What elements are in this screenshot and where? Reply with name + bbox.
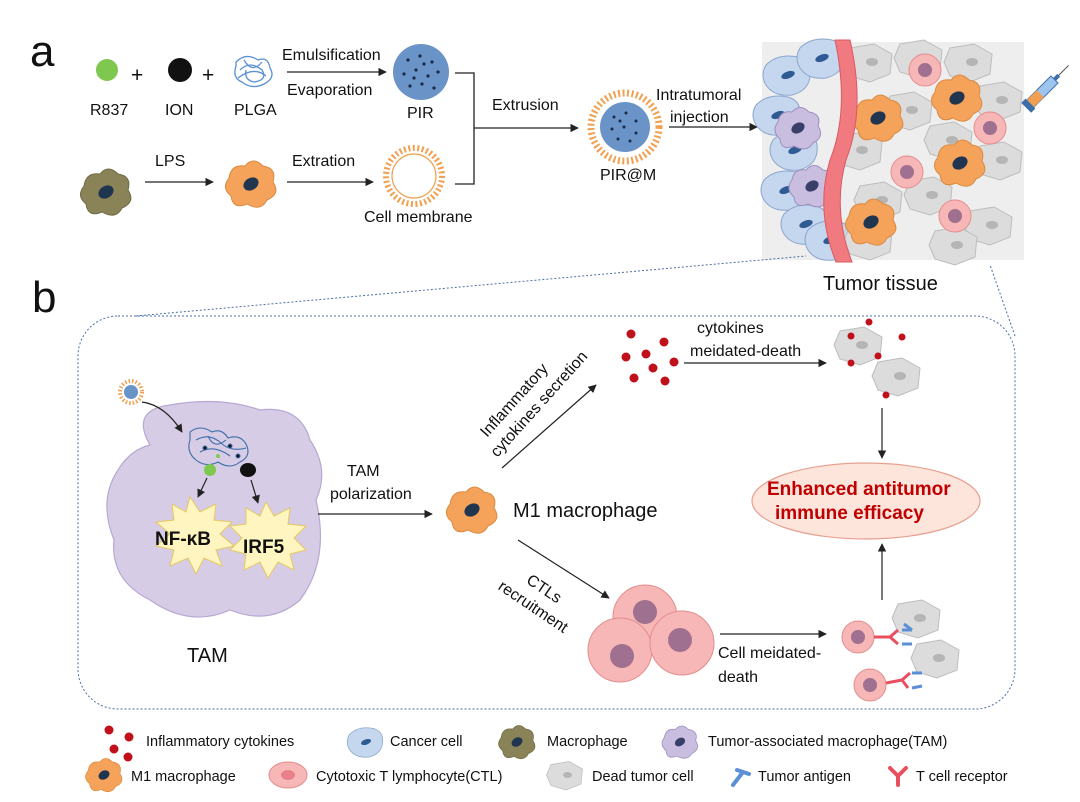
legend-m1-macrophage: M1 macrophage [131, 769, 236, 785]
r837-label: R837 [90, 102, 128, 119]
pir-nanoparticle-icon [393, 44, 449, 100]
emulsification-label: Emulsification [282, 47, 381, 64]
lps-label: LPS [155, 153, 185, 170]
cytokine-cluster [621, 329, 679, 386]
legend-ctl-icon [268, 761, 308, 789]
cell-meidated-label-2: death [718, 669, 758, 686]
legend-receptor-icon [888, 766, 908, 787]
pir-m-nanoparticle-icon [587, 89, 663, 165]
tumor-tissue-illustration [752, 38, 1024, 266]
secretion-arrow [501, 384, 597, 469]
enhanced-label-2: immune efficacy [775, 503, 924, 524]
r837-dot-icon [96, 59, 118, 81]
syringe-icon [1021, 65, 1069, 113]
cell-meidated-label-1: Cell meidated- [718, 645, 821, 662]
cell-membrane-label: Cell membrane [364, 209, 473, 226]
pir-label: PIR [407, 105, 434, 122]
tam-polarization-label-2: polarization [330, 486, 412, 503]
recruitment-arrow [517, 539, 610, 599]
legend-cancer-cell: Cancer cell [390, 734, 463, 750]
plga-cluster-icon [188, 427, 249, 467]
m1-macrophage-label: M1 macrophage [513, 500, 658, 522]
enhanced-label-1: Enhanced antitumor [767, 479, 951, 500]
ctl-killing-icon [841, 599, 960, 702]
ion-released-icon [240, 463, 256, 477]
legend-tcr: T cell receptor [916, 769, 1008, 785]
legend-m1-macrophage-icon [85, 758, 123, 793]
tam-polarization-label-1: TAM [347, 463, 380, 480]
tam-label: TAM [187, 645, 228, 667]
extration-label: Extration [292, 153, 355, 170]
irf5-burst-icon: IRF5 [228, 500, 308, 580]
merge-bracket [455, 72, 475, 185]
legend-tumor-antigen: Tumor antigen [758, 769, 851, 785]
cytokines-label-1: cytokines [697, 320, 764, 337]
cytokines-label-2: meidated-death [690, 343, 801, 360]
ctls-label-group: CTLs recruitment [495, 572, 571, 637]
extrusion-label: Extrusion [492, 97, 559, 114]
pir-m-label: PIR@M [600, 167, 656, 184]
zoom-guide-left [135, 255, 807, 317]
membrane-vesicle-icon [383, 145, 445, 207]
legend-macrophage-icon [498, 725, 536, 760]
panel-b-frame [77, 315, 1016, 710]
panel-b-letter: b [32, 273, 56, 322]
intratumoral-label: Intratumoral [656, 87, 741, 104]
m1-macrophage-center-icon [445, 486, 498, 534]
plga-tangle-icon [234, 55, 273, 88]
dead-cells-cytokine-icon [833, 318, 921, 399]
nfkb-label: NF-κB [155, 529, 211, 550]
legend-cytokine-icon [104, 725, 134, 762]
legend-dead-tumor-cell: Dead tumor cell [592, 769, 694, 785]
legend-ctl: Cytotoxic T lymphocyte(CTL) [316, 769, 502, 785]
m1-macrophage-cell-icon [224, 160, 277, 208]
uptake-arrow [141, 401, 183, 433]
legend: Inflammatory cytokines Cancer cell Macro… [85, 725, 1008, 793]
plus-sign: + [202, 64, 214, 87]
legend-inflammatory-cytokines: Inflammatory cytokines [146, 734, 294, 750]
evaporation-label: Evaporation [287, 82, 372, 99]
plus-sign: + [131, 64, 143, 87]
injection-label: injection [670, 109, 729, 126]
ctl-cluster-icon [587, 584, 715, 683]
zoom-guide-right [989, 264, 1016, 337]
plga-label: PLGA [234, 102, 277, 119]
enhanced-efficacy-box: Enhanced antitumor immune efficacy [751, 462, 981, 540]
macrophage-cell-icon [79, 168, 132, 216]
nfkb-arrow [197, 477, 208, 498]
tumor-tissue-label: Tumor tissue [823, 273, 938, 295]
irf5-arrow [250, 479, 260, 504]
nfkb-burst-icon: NF-κB [154, 495, 236, 576]
panel-a-letter: a [30, 27, 55, 76]
r837-released-icon [204, 464, 216, 476]
legend-tam: Tumor-associated macrophage(TAM) [708, 734, 947, 750]
ion-label: ION [165, 102, 193, 119]
pir-m-small-icon [118, 379, 144, 405]
legend-dead-tumor-cell-icon [546, 761, 583, 791]
legend-antigen-icon [731, 768, 751, 787]
legend-tam-icon [661, 725, 699, 759]
irf5-label: IRF5 [243, 537, 285, 558]
legend-cancer-cell-icon [346, 727, 384, 758]
ion-dot-icon [168, 58, 192, 82]
legend-macrophage: Macrophage [547, 734, 628, 750]
